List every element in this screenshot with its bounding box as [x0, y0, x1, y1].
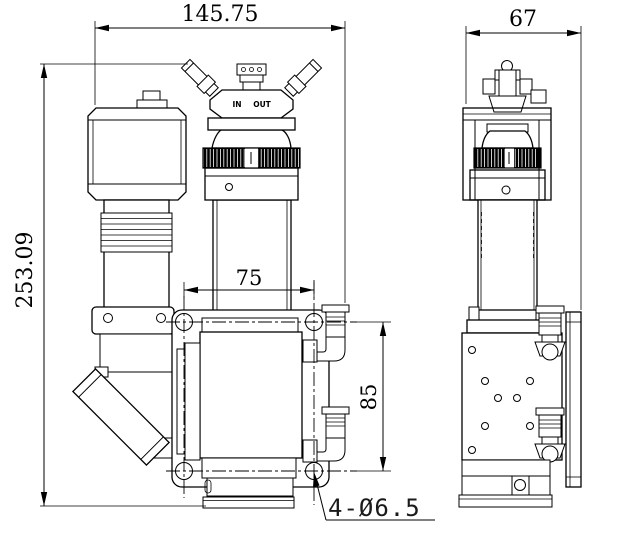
side-view: [458, 60, 582, 508]
left-pipe: [180, 58, 219, 97]
hole-callout-leader: 4-Ø6.5: [313, 472, 435, 522]
bellows-column: [100, 199, 173, 309]
center-column: [212, 199, 292, 319]
side-fitting-bottom: [534, 407, 566, 463]
front-view: IN OUT: [71, 58, 357, 509]
side-lens-barrel: [469, 123, 546, 201]
side-bracket: [91, 306, 175, 378]
cooling-head: IN OUT: [180, 58, 323, 131]
dimension-side-width: 67: [465, 7, 582, 310]
hole-callout-text: 4-Ø6.5: [328, 494, 421, 522]
elbow-fitting-top: [302, 304, 350, 363]
dim-overall-height-text: 253.09: [13, 232, 38, 309]
dim-hole-spacing-y-text: 85: [357, 384, 381, 411]
diagonal-tube: [71, 367, 174, 467]
focus-ring: [202, 129, 301, 201]
dim-side-width-text: 67: [509, 7, 537, 32]
dimension-overall-height: 253.09: [13, 63, 206, 507]
port-in-label: IN: [232, 100, 241, 109]
dim-overall-width-text: 145.75: [182, 2, 259, 27]
side-top-fitting: [482, 60, 547, 113]
side-plate: [565, 311, 582, 488]
main-box: [171, 309, 330, 509]
port-out-label: OUT: [253, 100, 271, 109]
side-column: [466, 199, 549, 334]
right-pipe: [284, 58, 323, 97]
elbow-fitting-bottom: [302, 406, 350, 463]
dimension-overall-width: 145.75: [94, 2, 346, 303]
motor-assembly: [87, 90, 187, 201]
side-bottom: [458, 459, 553, 508]
side-fitting-top: [534, 305, 566, 361]
dimension-hole-spacing-y: 85: [352, 321, 391, 472]
mount-holes: [166, 280, 357, 505]
dimension-hole-spacing-x: 75: [183, 266, 315, 298]
dim-hole-spacing-x-text: 75: [236, 266, 263, 290]
